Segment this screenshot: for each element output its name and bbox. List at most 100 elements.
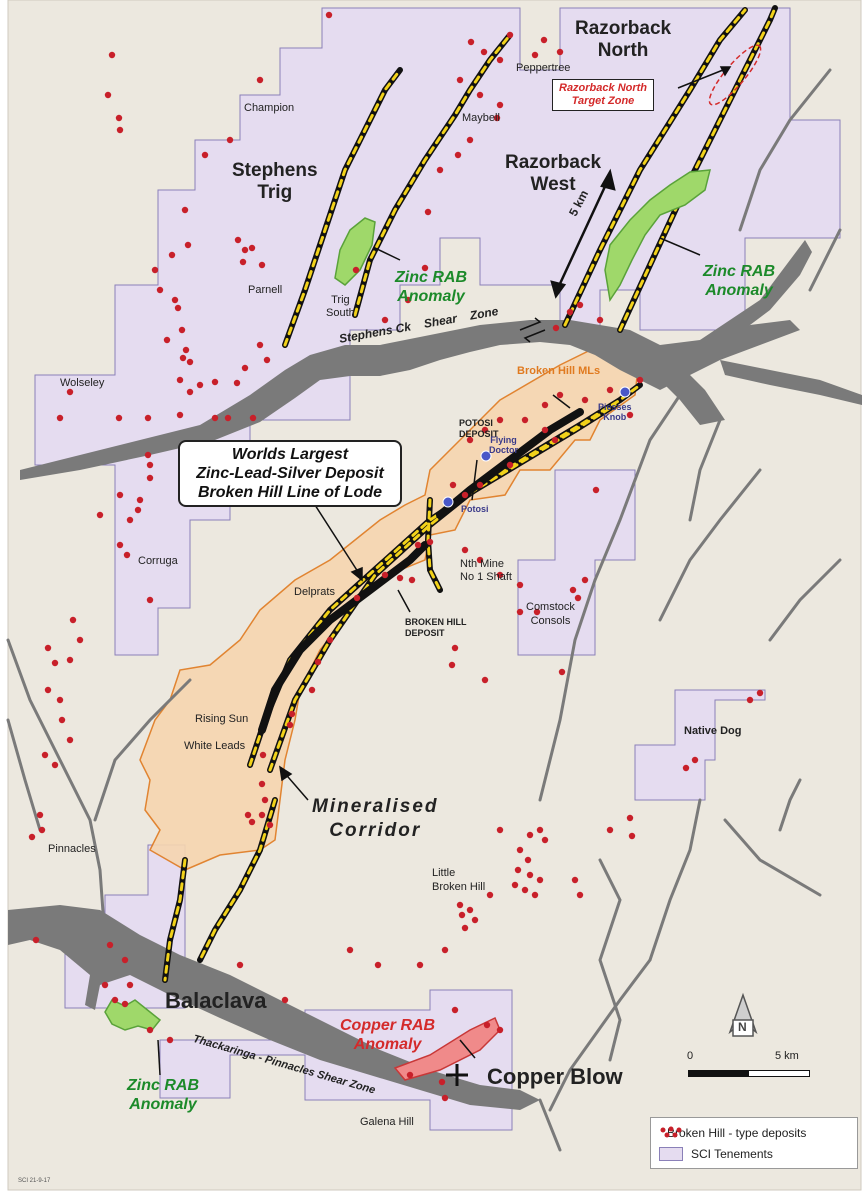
deposit-dot bbox=[116, 491, 124, 499]
deposit-dot bbox=[259, 751, 267, 759]
deposit-dot bbox=[226, 136, 234, 144]
deposit-dot bbox=[123, 551, 131, 559]
deposit-dot bbox=[467, 38, 475, 46]
broken-hill-mls-label: Broken Hill MLs bbox=[517, 365, 601, 377]
deposit-dot bbox=[134, 506, 142, 514]
deposit-dot bbox=[236, 961, 244, 969]
deposit-dot bbox=[156, 286, 164, 294]
zinc-rab-anomaly-label-1: Zinc RAB Anomaly bbox=[395, 269, 467, 305]
deposit-dot bbox=[581, 396, 589, 404]
deposit-dot bbox=[58, 716, 66, 724]
deposit-dot bbox=[533, 608, 541, 616]
deposit-dot bbox=[746, 696, 754, 704]
deposit-dot bbox=[456, 76, 464, 84]
deposit-dot bbox=[121, 1000, 129, 1008]
deposit-dot bbox=[571, 876, 579, 884]
deposit-dot bbox=[249, 414, 257, 422]
label-potosi-deposit: POTOSI DEPOSIT bbox=[459, 418, 499, 439]
deposit-dot bbox=[211, 414, 219, 422]
deposit-dot bbox=[756, 689, 764, 697]
deposit-dot bbox=[476, 556, 484, 564]
locality-trig-south: Trig South bbox=[326, 294, 355, 319]
deposit-dot bbox=[116, 541, 124, 549]
deposit-dot bbox=[146, 1026, 154, 1034]
deposit-dot bbox=[171, 296, 179, 304]
deposit-dot bbox=[66, 736, 74, 744]
locality-rising-sun: Rising Sun bbox=[195, 713, 249, 725]
deposit-dot bbox=[493, 114, 501, 122]
deposit-dot bbox=[536, 876, 544, 884]
deposit-dot bbox=[116, 126, 124, 134]
deposit-dot bbox=[115, 414, 123, 422]
deposit-dot bbox=[596, 316, 604, 324]
deposit-dot bbox=[239, 258, 247, 266]
deposit-dot bbox=[521, 416, 529, 424]
deposit-dot bbox=[451, 644, 459, 652]
deposit-dot bbox=[606, 826, 614, 834]
deposit-dot bbox=[461, 546, 469, 554]
deposit-dot bbox=[496, 416, 504, 424]
deposit-dot bbox=[441, 946, 449, 954]
legend-label-deposits: Broken Hill - type deposits bbox=[667, 1126, 807, 1140]
deposit-dot bbox=[481, 676, 489, 684]
deposit-dot bbox=[576, 301, 584, 309]
scale-bar-end: 5 km bbox=[775, 1050, 799, 1062]
deposit-dot bbox=[521, 886, 529, 894]
deposit-dot bbox=[574, 594, 582, 602]
locality-parnell: Parnell bbox=[248, 284, 283, 296]
deposit-dot bbox=[581, 576, 589, 584]
deposit-dot bbox=[541, 836, 549, 844]
copper-rab-anomaly-label: Copper RAB Anomaly bbox=[340, 1017, 436, 1053]
deposit-dot bbox=[136, 496, 144, 504]
deposit-dot bbox=[421, 264, 429, 272]
deposit-dot bbox=[51, 761, 59, 769]
deposit-dot bbox=[511, 881, 519, 889]
deposit-dot bbox=[248, 244, 256, 252]
distance-arrow bbox=[550, 168, 616, 299]
deposit-dot bbox=[461, 491, 469, 499]
deposit-dot bbox=[540, 36, 548, 44]
region-copper-blow: Copper Blow bbox=[487, 1064, 623, 1089]
deposit-dot bbox=[466, 906, 474, 914]
shear-sense-arrows bbox=[519, 317, 546, 343]
deposit-dot bbox=[115, 114, 123, 122]
locality-nth-mine: Nth Mine No 1 Shaft bbox=[460, 558, 512, 583]
deposit-dot bbox=[184, 241, 192, 249]
deposit-dot bbox=[496, 101, 504, 109]
deposit-dot bbox=[166, 1036, 174, 1044]
deposit-dot bbox=[258, 780, 266, 788]
deposit-dot bbox=[76, 636, 84, 644]
region-razorback-west: Razorback West bbox=[505, 152, 602, 195]
footer-code: SCI 21-9-17 bbox=[18, 1178, 51, 1184]
deposit-dot bbox=[266, 821, 274, 829]
deposit-dot bbox=[514, 866, 522, 874]
deposit-dot bbox=[325, 11, 333, 19]
deposit-dot bbox=[466, 136, 474, 144]
deposit-dot bbox=[106, 941, 114, 949]
deposit-dot bbox=[456, 901, 464, 909]
deposit-dot bbox=[104, 91, 112, 99]
deposit-dot bbox=[144, 451, 152, 459]
deposit-dot bbox=[448, 661, 456, 669]
deposit-dot bbox=[556, 48, 564, 56]
deposit-dot bbox=[381, 571, 389, 579]
deposit-dot bbox=[101, 981, 109, 989]
deposit-dot bbox=[496, 1026, 504, 1034]
deposit-dot bbox=[126, 981, 134, 989]
label-arrows bbox=[157, 66, 732, 1076]
deposit-dot bbox=[179, 354, 187, 362]
deposit-dot bbox=[516, 846, 524, 854]
line-of-lode-callout: Worlds Largest Zinc-Lead-Silver Deposit … bbox=[178, 440, 402, 507]
deposit-dot bbox=[186, 388, 194, 396]
deposit-dot bbox=[531, 891, 539, 899]
deposit-dot bbox=[626, 411, 634, 419]
deposit-dot bbox=[211, 378, 219, 386]
deposit-dot bbox=[483, 1021, 491, 1029]
deposit-dot bbox=[526, 871, 534, 879]
copper-blow-cross bbox=[446, 1064, 468, 1086]
deposit-dot bbox=[181, 206, 189, 214]
deposit-dot bbox=[168, 251, 176, 259]
locality-native-dog: Native Dog bbox=[684, 725, 742, 737]
